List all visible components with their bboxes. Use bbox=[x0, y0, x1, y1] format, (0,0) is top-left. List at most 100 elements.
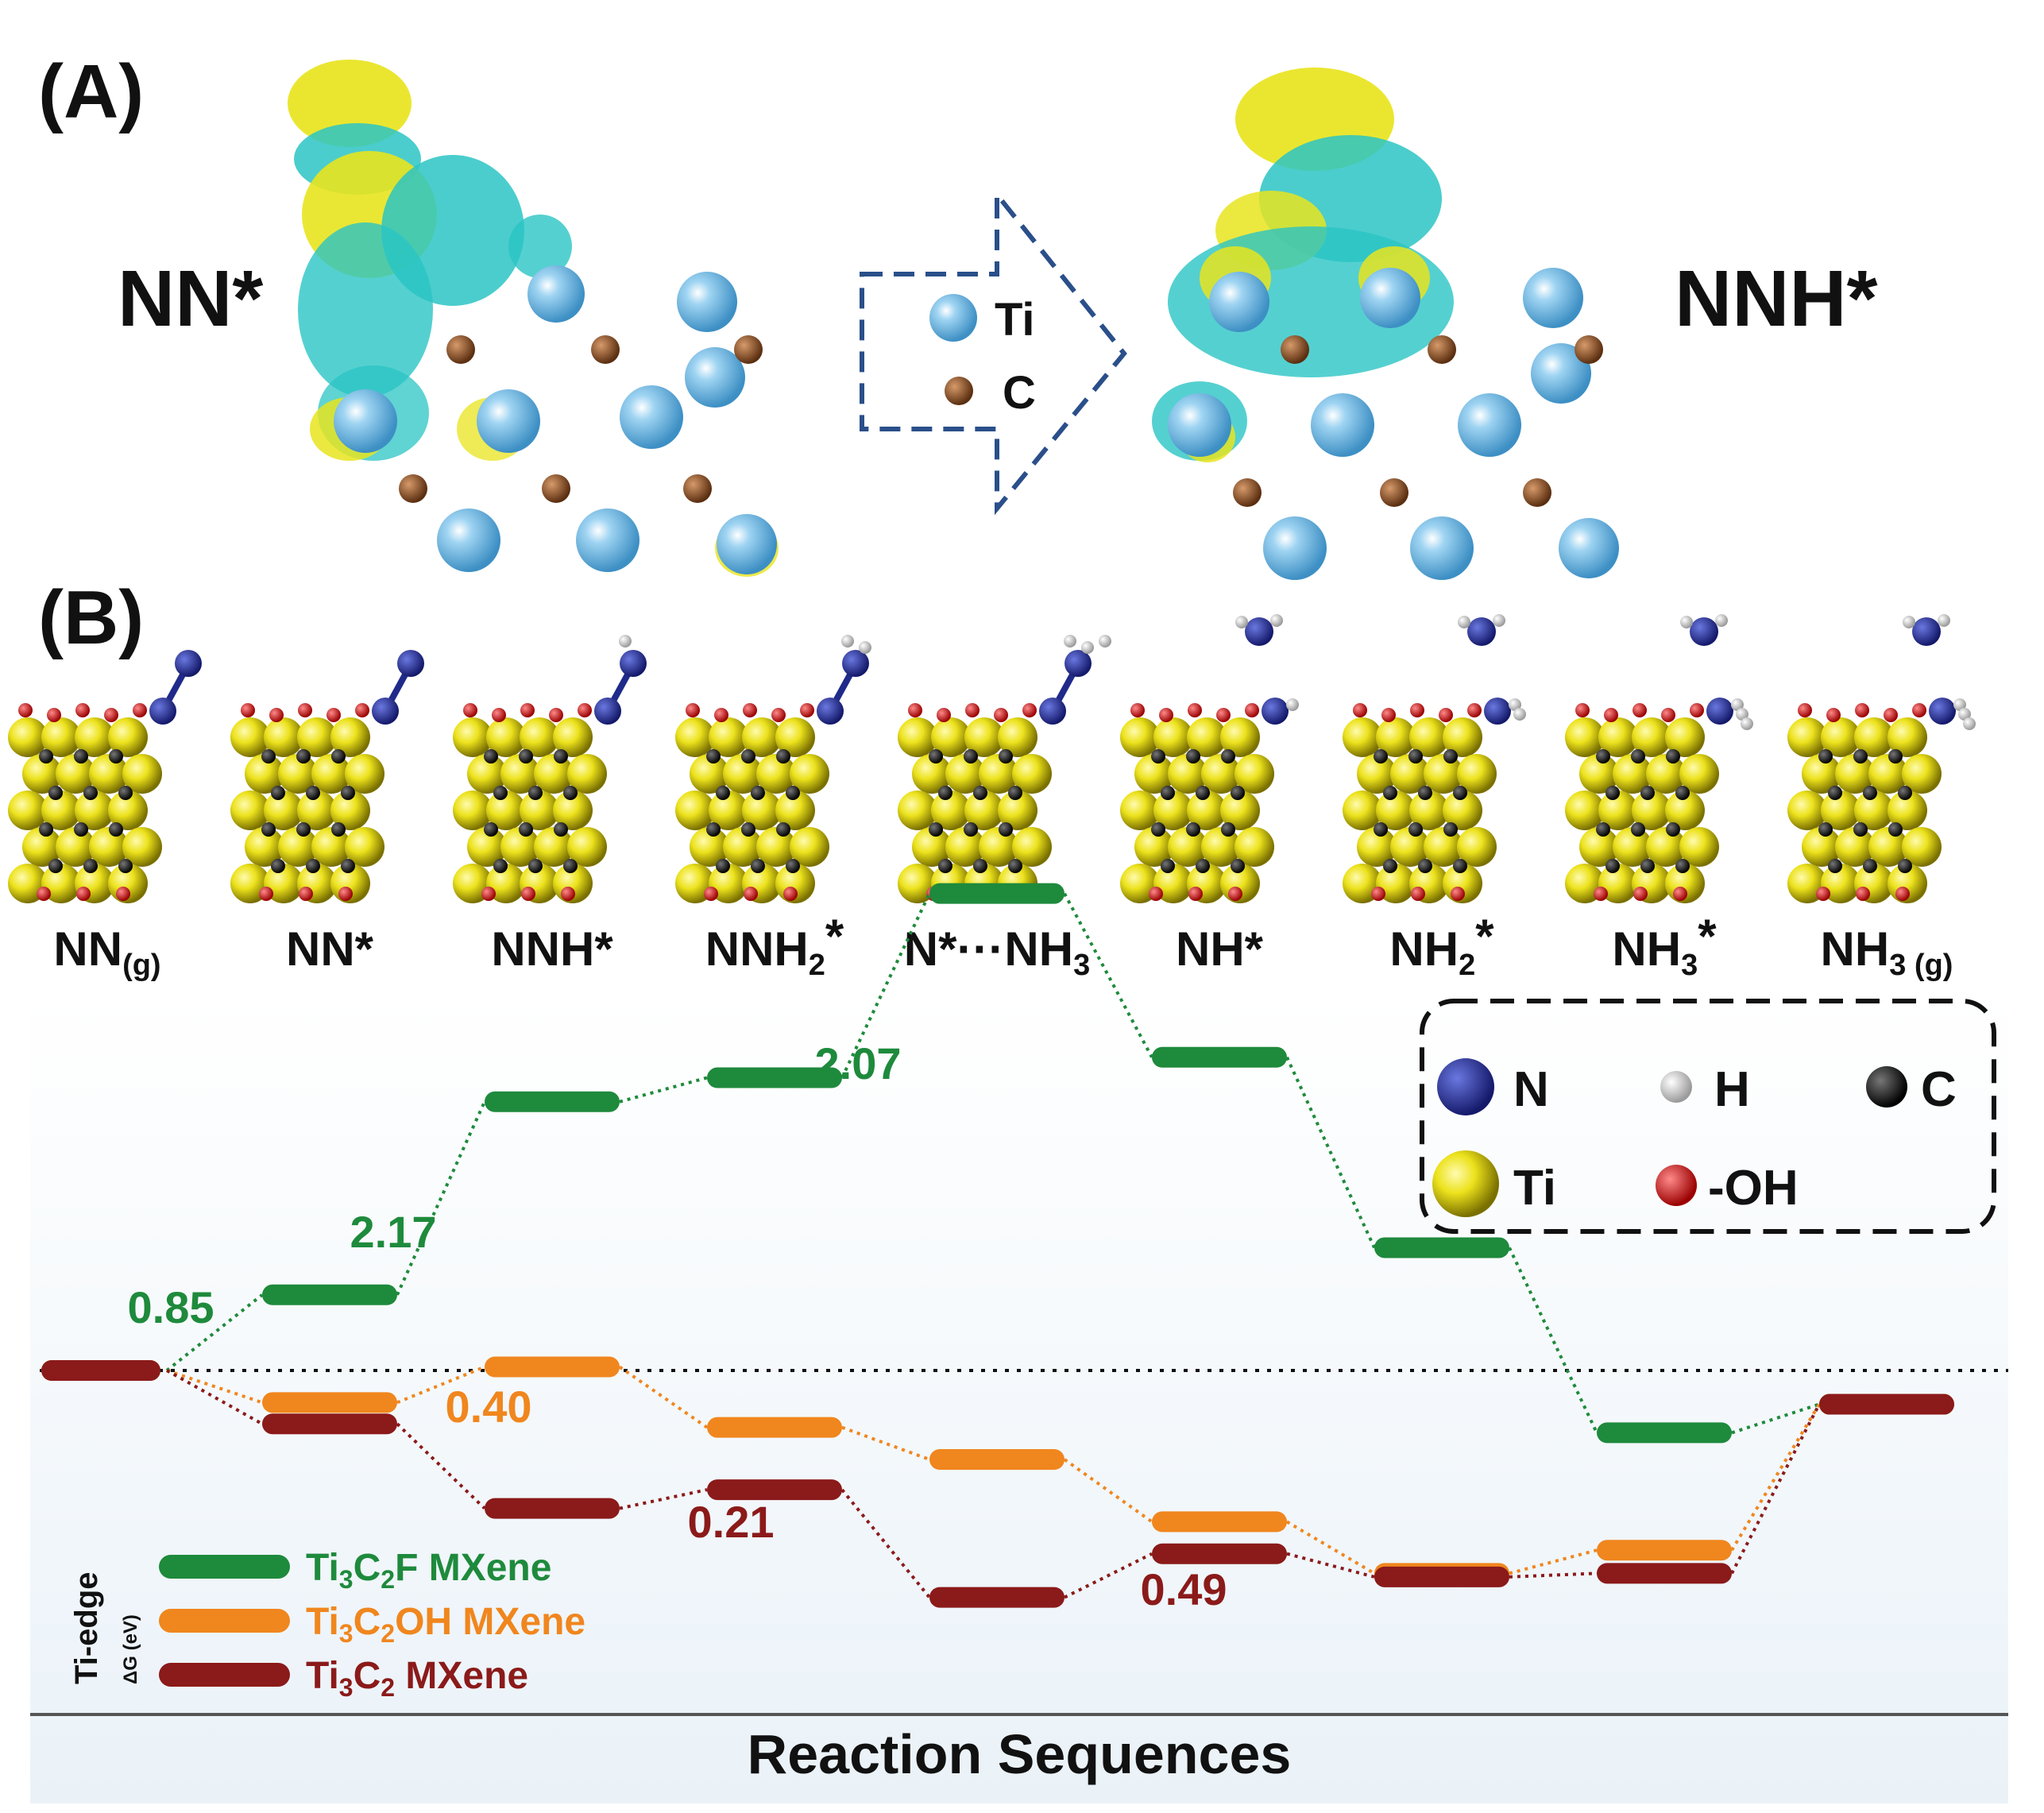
ti-atom bbox=[945, 827, 985, 867]
oh-group bbox=[1381, 708, 1396, 722]
ti-atom bbox=[742, 791, 782, 830]
oh-group bbox=[1826, 708, 1841, 722]
c-atom bbox=[261, 749, 276, 763]
atom-legend-n-swatch bbox=[1437, 1058, 1494, 1115]
structure-6 bbox=[1343, 614, 1526, 903]
oh-group bbox=[994, 708, 1008, 722]
panel-a-right-state: NNH* bbox=[1675, 254, 1878, 343]
ti-atom bbox=[1854, 717, 1894, 757]
oh-group bbox=[1216, 708, 1231, 722]
oh-group bbox=[578, 703, 592, 717]
h-atom bbox=[1680, 616, 1693, 628]
ti-atom bbox=[264, 717, 303, 757]
oh-group bbox=[1816, 887, 1830, 901]
c-atom bbox=[1853, 749, 1868, 763]
ti-atom bbox=[1390, 754, 1430, 794]
ti-atom bbox=[297, 717, 337, 757]
c-atom bbox=[563, 786, 578, 800]
c-atom bbox=[484, 822, 498, 837]
c-atom bbox=[1898, 786, 1912, 800]
c-atom bbox=[776, 749, 790, 763]
c-atom bbox=[1631, 822, 1645, 837]
c-atom bbox=[1888, 822, 1903, 837]
ti-atom bbox=[1120, 717, 1160, 757]
ti-atom bbox=[467, 754, 507, 794]
c-atom bbox=[786, 859, 800, 873]
oh-group bbox=[1228, 887, 1242, 901]
oh-group bbox=[937, 708, 951, 722]
c-atom bbox=[973, 786, 987, 800]
ti-atom bbox=[567, 754, 607, 794]
ti-atom bbox=[278, 827, 318, 867]
oh-group bbox=[75, 703, 90, 717]
ti-atom bbox=[998, 717, 1037, 757]
oh-group bbox=[326, 708, 341, 722]
c-atom bbox=[1418, 786, 1432, 800]
n-atom bbox=[397, 650, 424, 677]
series-2-level-1 bbox=[262, 1413, 397, 1435]
ti-atom bbox=[1457, 754, 1497, 794]
ti-atom bbox=[1598, 864, 1638, 903]
c-atom bbox=[929, 749, 943, 763]
oh-group bbox=[298, 703, 312, 717]
c-atom bbox=[964, 822, 978, 837]
h-atom bbox=[1270, 614, 1283, 627]
ti-atom bbox=[1443, 717, 1482, 757]
ti-atom bbox=[89, 827, 129, 867]
ti-atom bbox=[1598, 717, 1638, 757]
oh-group bbox=[1245, 703, 1259, 717]
c-atom bbox=[1186, 822, 1200, 837]
energy-profile-chart: 0.852.172.070.400.210.49 bbox=[40, 883, 2008, 1614]
c-atom bbox=[706, 749, 721, 763]
h-atom bbox=[1731, 698, 1744, 711]
atom-legend-oh-swatch bbox=[1656, 1165, 1697, 1206]
oh-group bbox=[1410, 703, 1424, 717]
oh-group bbox=[1604, 708, 1618, 722]
n-atom bbox=[149, 698, 176, 725]
value-annotation-5: 0.49 bbox=[1141, 1564, 1227, 1614]
ti-atom bbox=[1153, 864, 1193, 903]
ti-atom bbox=[75, 791, 114, 830]
oh-group bbox=[800, 703, 814, 717]
oh-group bbox=[1411, 887, 1425, 901]
oh-group bbox=[1912, 703, 1926, 717]
ti-atom bbox=[1343, 791, 1382, 830]
n-atom bbox=[1706, 698, 1733, 725]
c-atom bbox=[341, 859, 355, 873]
oh-group bbox=[908, 703, 922, 717]
oh-group bbox=[1130, 703, 1145, 717]
series-legend-label-2: Ti3C2 MXene bbox=[306, 1655, 528, 1702]
series-1-connector-2 bbox=[618, 1365, 709, 1429]
c-atom bbox=[563, 859, 578, 873]
structure-5 bbox=[1120, 614, 1299, 903]
ti-atom bbox=[1357, 754, 1397, 794]
oh-group bbox=[1855, 703, 1869, 717]
c-atom bbox=[1596, 749, 1610, 763]
ti-atom bbox=[912, 754, 952, 794]
c-atom bbox=[1186, 749, 1200, 763]
series-0-connector-6 bbox=[1508, 1247, 1598, 1434]
c-atom bbox=[1443, 749, 1458, 763]
c-atom bbox=[1196, 859, 1210, 873]
ti-atom bbox=[230, 717, 270, 757]
y-axis-title-main: Ti-edge bbox=[69, 1571, 104, 1684]
c-atom bbox=[528, 786, 543, 800]
ti-atom bbox=[964, 791, 1004, 830]
ti-atom bbox=[1409, 717, 1449, 757]
n-atom bbox=[594, 698, 621, 725]
oh-group bbox=[259, 887, 273, 901]
ti-atom bbox=[1854, 791, 1894, 830]
oh-group bbox=[355, 703, 369, 717]
ti-atom bbox=[330, 717, 370, 757]
ti-atom bbox=[41, 791, 81, 830]
nh3-n-atom bbox=[1912, 617, 1941, 646]
n-atom bbox=[842, 650, 869, 677]
ti-atom bbox=[567, 827, 607, 867]
transition-arrow bbox=[860, 187, 1127, 516]
series-0-level-3 bbox=[707, 1067, 842, 1088]
ti-atom bbox=[89, 754, 129, 794]
ti-atom bbox=[1902, 827, 1942, 867]
c-atom bbox=[1453, 786, 1467, 800]
oh-group bbox=[1467, 703, 1482, 717]
atom-legend-box bbox=[1420, 999, 1996, 1234]
